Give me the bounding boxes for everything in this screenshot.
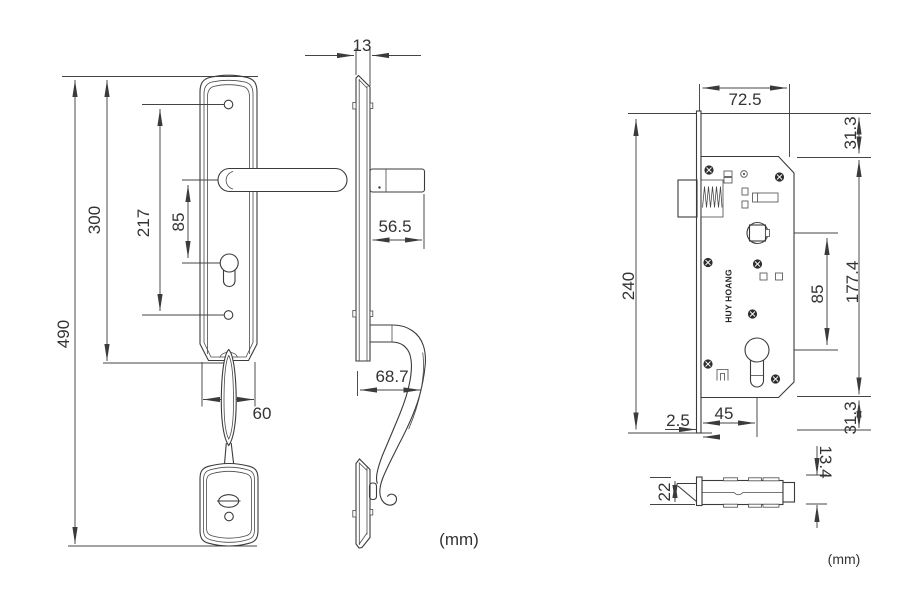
dim-plate-width-label: 60 [253, 404, 272, 423]
latch-bolt-part [676, 476, 796, 508]
dim-backset-label: 45 [715, 404, 734, 423]
cylinder-hole [744, 337, 770, 388]
lock-body-view: HUY HOANG 72.5 31.3 240 177.4 85 45 2.5 … [619, 84, 871, 440]
lock-faceplate [695, 110, 702, 434]
dim-overall-height-label: 490 [54, 320, 73, 348]
dim-plate-thickness-label: 13 [353, 36, 372, 55]
latch-bolt-view: 22 13.4 (mm) [650, 445, 860, 567]
bolt-end-cap [782, 481, 796, 503]
dim-faceplate-thickness-label: 2.5 [666, 411, 690, 430]
cylinder-keyhole-front [219, 253, 239, 288]
front-view: 490 300 217 85 60 [54, 74, 348, 547]
side-plate-upper [352, 74, 374, 362]
spindle-hub [746, 221, 770, 245]
dim-head-width-label: 22 [655, 483, 674, 502]
bolt-extension-lines [650, 474, 827, 505]
dim-lever-to-cylinder-label: 85 [169, 213, 188, 232]
dim-case-height-label: 177.4 [843, 261, 862, 304]
dim-lever-projection-label: 56.5 [378, 217, 411, 236]
dim-screw-spacing-label: 217 [134, 209, 153, 237]
latch-bolt-side [677, 179, 698, 218]
lock-case [700, 155, 795, 399]
front-plate-outline [199, 74, 258, 362]
case-small-parts [716, 170, 783, 381]
side-extension-lines [355, 48, 425, 396]
dim-case-depth-label: 72.5 [728, 90, 761, 109]
lock-dimension-lines [633, 85, 862, 440]
side-dimension-lines [305, 52, 422, 393]
lever-cap-detail [225, 171, 234, 190]
lower-escutcheon-front [199, 462, 259, 547]
dim-grip-projection-label: 68.7 [375, 367, 408, 386]
dim-plate-height-label: 300 [85, 206, 104, 234]
side-plate-lower [352, 458, 374, 549]
pull-grip-side [368, 324, 426, 506]
dim-spindle-to-cylinder-label: 85 [808, 285, 827, 304]
units-note-left: (mm) [439, 530, 479, 549]
front-plate-inner-border [203, 79, 254, 358]
escutcheon-hole [224, 511, 234, 522]
dim-faceplate-length-label: 240 [619, 272, 638, 300]
front-plate-inner-border-2 [207, 84, 250, 354]
bolt-flange [695, 476, 703, 507]
latch-spring-housing [700, 179, 724, 218]
latch-spring [702, 186, 723, 208]
bolt-dimension-lines [672, 446, 820, 528]
bottom-screw-hole [223, 310, 234, 320]
lever-handle-side [369, 168, 426, 193]
side-view: 13 56.5 68.7 (mm) [305, 36, 479, 549]
lever-handle-front [217, 167, 348, 193]
dim-bottom-offset-label: 31.3 [841, 401, 860, 434]
dim-top-offset-label: 31.3 [841, 116, 860, 149]
front-extension-lines [62, 76, 258, 547]
bolt-bevel-head [676, 482, 697, 502]
units-note-right: (mm) [828, 551, 861, 567]
top-screw-hole [223, 99, 234, 110]
dim-bolt-height-label: 13.4 [816, 445, 835, 478]
brand-marking: HUY HOANG [724, 269, 734, 323]
